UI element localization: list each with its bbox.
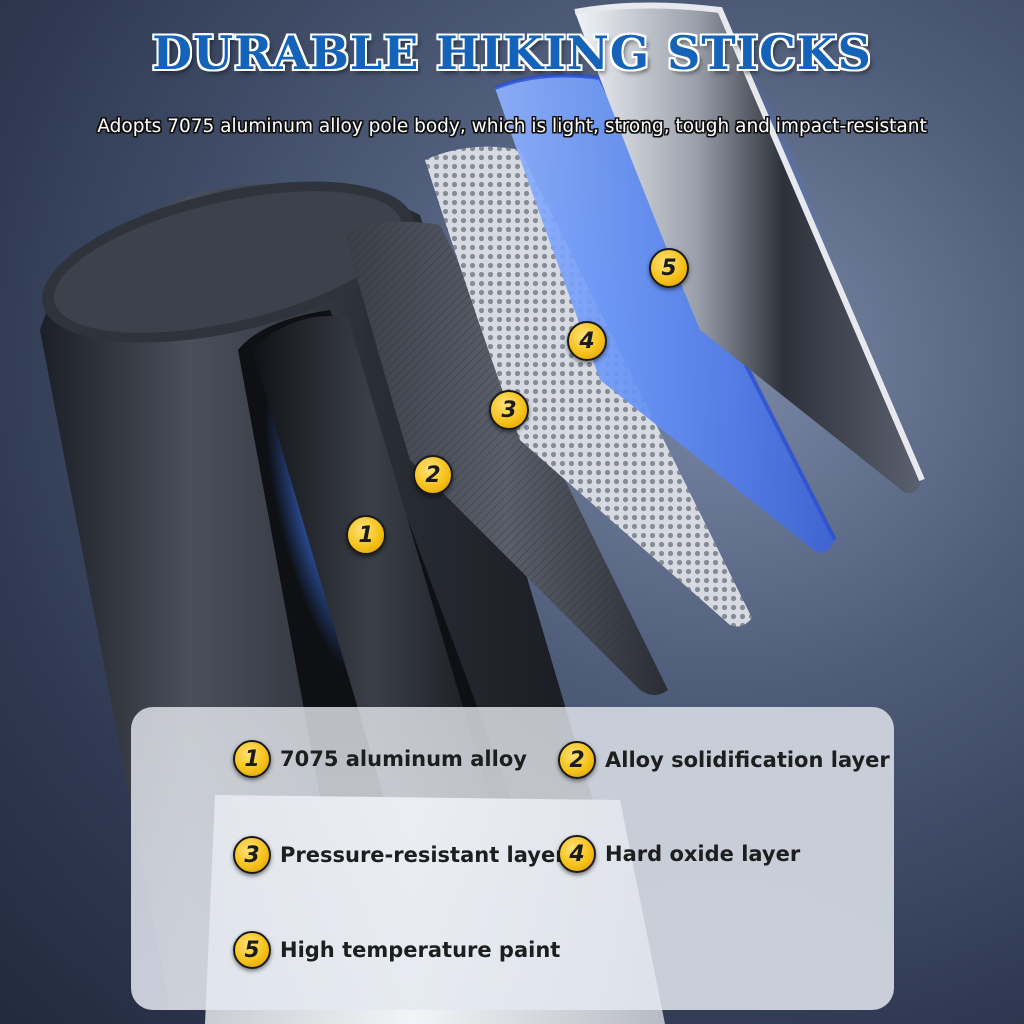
- page-subtitle: Adopts 7075 aluminum alloy pole body, wh…: [97, 116, 927, 137]
- legend-label-2: Alloy solidification layer: [605, 748, 890, 772]
- legend-label-5: High temperature paint: [280, 938, 561, 962]
- layer-marker-1: 1: [346, 515, 386, 555]
- legend-label-1: 7075 aluminum alloy: [280, 747, 527, 771]
- layer-2-sheet: [345, 221, 668, 695]
- legend-item-2: 2 Alloy solidification layer: [558, 738, 890, 782]
- layer-4-sheet: [494, 73, 837, 553]
- page-title: DURABLE HIKING STICKS: [152, 26, 872, 80]
- legend-badge-2: 2: [558, 741, 596, 779]
- legend-item-3: 3 Pressure-resistant layer: [233, 833, 566, 877]
- layer-marker-2: 2: [413, 455, 453, 495]
- legend-badge-1: 1: [233, 740, 271, 778]
- legend-item-1: 1 7075 aluminum alloy: [233, 737, 527, 781]
- legend-panel: 1 7075 aluminum alloy 2 Alloy solidifica…: [131, 707, 894, 1010]
- legend-item-4: 4 Hard oxide layer: [558, 832, 800, 876]
- layer-marker-5: 5: [649, 248, 689, 288]
- layer-3-sheet: [425, 146, 752, 627]
- legend-badge-4: 4: [558, 835, 596, 873]
- legend-label-3: Pressure-resistant layer: [280, 843, 566, 867]
- legend-badge-3: 3: [233, 836, 271, 874]
- layer-marker-4: 4: [567, 321, 607, 361]
- layer-5-sheet: [574, 2, 925, 494]
- legend-item-5: 5 High temperature paint: [233, 928, 560, 972]
- legend-badge-5: 5: [233, 931, 271, 969]
- legend-label-4: Hard oxide layer: [605, 842, 801, 866]
- layer-marker-3: 3: [489, 390, 529, 430]
